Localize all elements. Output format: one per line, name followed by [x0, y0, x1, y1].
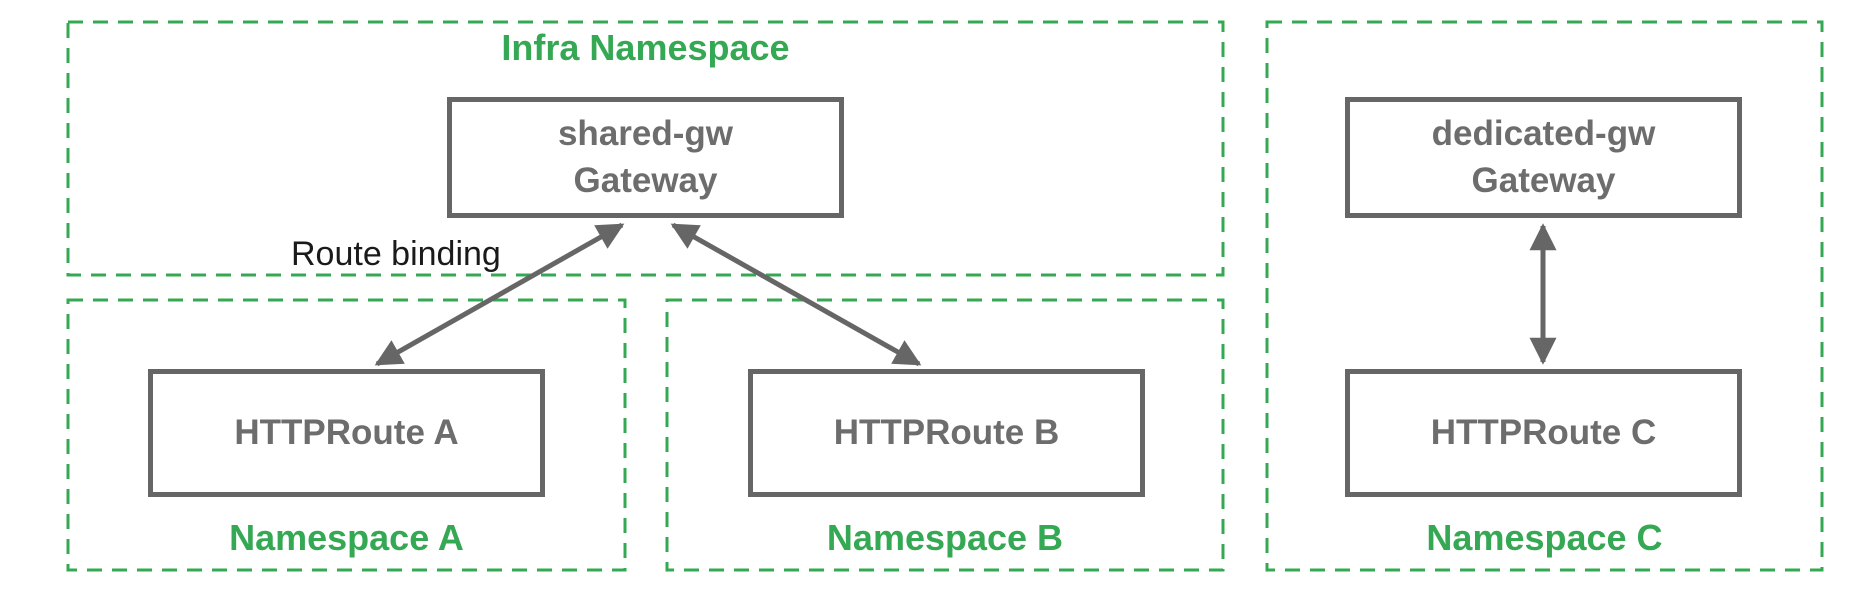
dedicated-gw-gateway-node: dedicated-gw Gateway — [1345, 97, 1742, 218]
dedicated-gw-gateway-name: dedicated-gw — [1431, 114, 1656, 154]
shared-gw-gateway-node: shared-gw Gateway — [447, 97, 844, 218]
namespace-c-label: Namespace C — [1426, 517, 1663, 558]
httproute-b-node: HTTPRoute B — [748, 369, 1145, 497]
httproute-a-label: HTTPRoute A — [234, 412, 459, 452]
route-b-binding-arrow — [670, 222, 922, 367]
shared-gw-gateway-name: shared-gw — [557, 114, 734, 154]
shared-gw-gateway-kind: Gateway — [573, 160, 718, 200]
httproute-c-label: HTTPRoute C — [1430, 412, 1657, 452]
route-binding-label: Route binding — [291, 235, 501, 273]
namespace-b-label: Namespace B — [826, 517, 1064, 558]
httproute-b-label: HTTPRoute B — [833, 412, 1060, 452]
httproute-a-node: HTTPRoute A — [148, 369, 545, 497]
namespace-a-label: Namespace A — [229, 517, 464, 558]
dedicated-gw-gateway-kind: Gateway — [1471, 160, 1616, 200]
infra-namespace-label: Infra Namespace — [501, 27, 790, 68]
httproute-c-node: HTTPRoute C — [1345, 369, 1742, 497]
